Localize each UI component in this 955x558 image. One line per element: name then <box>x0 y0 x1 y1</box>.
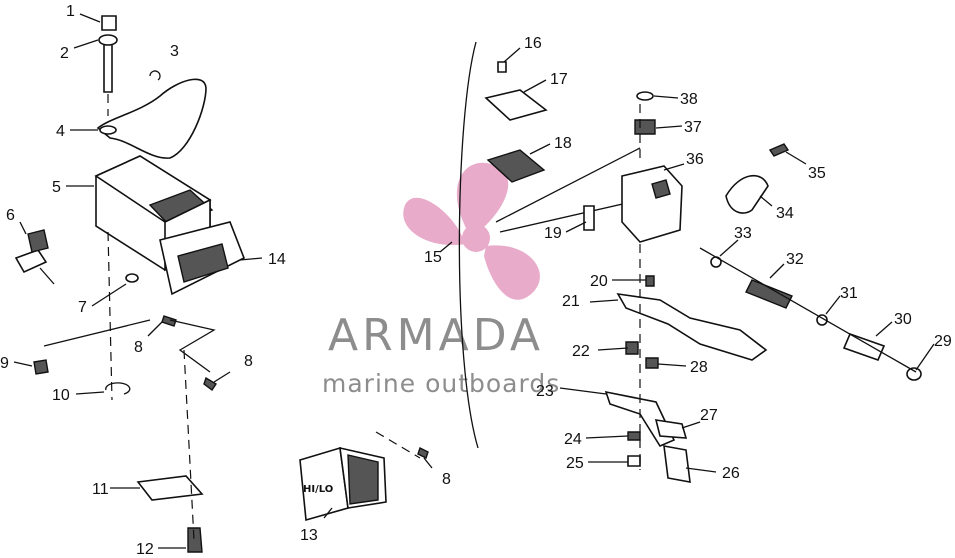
callout-26: 26 <box>722 465 740 482</box>
callout-8c: 8 <box>442 471 451 488</box>
guide-line <box>699 247 917 373</box>
callout-33: 33 <box>734 225 752 242</box>
clip-part-10 <box>105 382 131 395</box>
callout-16: 16 <box>524 35 542 52</box>
screw-part <box>203 376 217 392</box>
screw-part-16 <box>497 61 507 73</box>
callout-36: 36 <box>686 151 704 168</box>
callout-14: 14 <box>268 251 286 268</box>
guide-line <box>169 319 216 373</box>
callout-13: 13 <box>300 527 318 544</box>
screw-part <box>161 315 177 327</box>
callout-2: 2 <box>60 45 69 62</box>
master-cylinder-part <box>621 165 683 243</box>
callout-1: 1 <box>66 3 75 20</box>
lever-part <box>96 78 207 159</box>
leader-lines <box>13 13 935 549</box>
group-divider <box>458 41 479 449</box>
cover-part <box>159 221 246 296</box>
callout-24: 24 <box>564 431 582 448</box>
plate-part <box>136 475 204 501</box>
callout-7: 7 <box>78 299 87 316</box>
lever-part-21 <box>616 292 768 361</box>
callout-34: 34 <box>776 205 794 222</box>
callout-38: 38 <box>680 91 698 108</box>
washer-part-31 <box>816 314 828 326</box>
lever-hole <box>99 125 117 135</box>
left-assembly <box>14 15 246 553</box>
callout-3: 3 <box>170 43 179 60</box>
callout-31: 31 <box>840 285 858 302</box>
screw-part-35 <box>768 143 790 157</box>
guide-line <box>43 319 151 347</box>
washer-part-7 <box>125 273 139 283</box>
callout-37: 37 <box>684 119 702 136</box>
guide-line <box>107 231 113 401</box>
callout-17: 17 <box>550 71 568 88</box>
cap-part-37 <box>634 119 656 135</box>
callout-5: 5 <box>52 179 61 196</box>
callout-23: 23 <box>536 383 554 400</box>
callout-21: 21 <box>562 293 580 310</box>
spring-part-32 <box>745 279 793 309</box>
callout-9: 9 <box>0 355 9 372</box>
callout-35: 35 <box>808 165 826 182</box>
switch-label: HI/LO <box>303 484 333 495</box>
callout-15: 15 <box>424 249 442 266</box>
armada-logo: ARMADA marine outboards <box>322 162 560 398</box>
piston-part-30 <box>842 332 886 362</box>
tagline-text: marine outboards <box>322 369 560 398</box>
callout-30: 30 <box>894 311 912 328</box>
callout-25: 25 <box>566 455 584 472</box>
nut-part-28 <box>645 357 659 369</box>
bracket-part-27 <box>654 419 688 439</box>
clamp-part-34 <box>725 174 769 214</box>
callout-18: 18 <box>554 135 572 152</box>
screw-part-25 <box>627 455 641 467</box>
callout-12: 12 <box>136 541 154 558</box>
brand-text: ARMADA <box>328 310 544 361</box>
nut-part <box>33 359 49 375</box>
switch-part-26 <box>663 445 691 483</box>
spring-part-22 <box>625 341 639 355</box>
bracket-part-23 <box>604 390 676 448</box>
ring-part-29 <box>906 367 922 381</box>
washer-part-38 <box>636 91 654 101</box>
pin-part <box>101 15 117 93</box>
bolt-part-19 <box>583 205 595 231</box>
knob-part <box>14 229 55 285</box>
callout-20: 20 <box>590 273 608 290</box>
washer-part <box>98 34 118 46</box>
callout-22: 22 <box>572 343 590 360</box>
callout-11: 11 <box>92 481 109 498</box>
propeller-icon <box>403 162 540 300</box>
clip-part <box>149 70 161 81</box>
hi-lo-switch: HI/LO <box>299 431 429 522</box>
cover-part-17 <box>484 89 548 121</box>
callout-4: 4 <box>56 123 65 140</box>
guide-line <box>183 349 195 541</box>
callout-29: 29 <box>934 333 952 350</box>
callout-19: 19 <box>544 225 562 242</box>
callout-8b: 8 <box>244 353 253 370</box>
washer-part-24 <box>627 431 641 441</box>
guide-line <box>495 147 641 233</box>
callout-labels: 1 2 3 4 5 6 7 8 8 8 9 10 11 12 13 14 15 … <box>0 3 952 558</box>
callout-27: 27 <box>700 407 718 424</box>
right-assembly <box>484 61 922 483</box>
bolt-part <box>187 527 203 553</box>
callout-8a: 8 <box>134 339 143 356</box>
guide-line <box>375 431 421 459</box>
pin-part-20 <box>645 275 655 287</box>
screw-part <box>417 447 429 459</box>
callout-6: 6 <box>6 207 15 224</box>
callout-28: 28 <box>690 359 708 376</box>
reservoir-part-18 <box>486 149 546 183</box>
callout-10: 10 <box>52 387 70 404</box>
callout-32: 32 <box>786 251 804 268</box>
